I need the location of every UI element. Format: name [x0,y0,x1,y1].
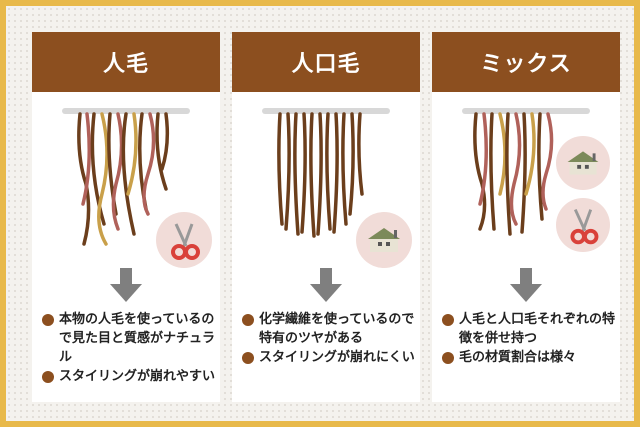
scissors-icon [556,198,610,252]
list-item: 人毛と人口毛それぞれの特徴を併せ持つ [442,310,618,348]
bullet-dot-icon [42,371,54,383]
feature-list: 化学繊維を使っているので特有のツヤがある スタイリングが崩れにくい [242,310,418,367]
panel-mix-hair: ミックス [432,32,620,402]
hair-illustration [62,108,190,246]
down-arrow-icon [310,268,342,302]
factory-icon [356,212,412,268]
scissors-icon [156,212,212,268]
feature-list: 人毛と人口毛それぞれの特徴を併せ持つ 毛の材質割合は様々 [442,310,618,367]
bullet-dot-icon [442,314,454,326]
bullet-dot-icon [442,352,454,364]
list-item: 毛の材質割合は様々 [442,348,618,367]
panel-human-hair: 人毛 [32,32,220,402]
list-item: 本物の人毛を使っているので見た目と質感がナチュラル [42,310,218,367]
panel-title: 人口毛 [232,32,420,92]
panel-synthetic-hair: 人口毛 [232,32,420,402]
down-arrow-icon [110,268,142,302]
bullet-dot-icon [242,314,254,326]
list-item: スタイリングが崩れにくい [242,348,418,367]
hair-illustration [262,108,390,238]
bullet-dot-icon [42,314,54,326]
background-frame: 人毛 [6,6,634,421]
factory-icon [556,136,610,190]
bullet-dot-icon [242,352,254,364]
list-item: 化学繊維を使っているので特有のツヤがある [242,310,418,348]
list-item: スタイリングが崩れやすい [42,367,218,386]
panel-title: ミックス [432,32,620,92]
hair-illustration [462,108,590,236]
panel-title: 人毛 [32,32,220,92]
down-arrow-icon [510,268,542,302]
feature-list: 本物の人毛を使っているので見た目と質感がナチュラル スタイリングが崩れやすい [42,310,218,386]
